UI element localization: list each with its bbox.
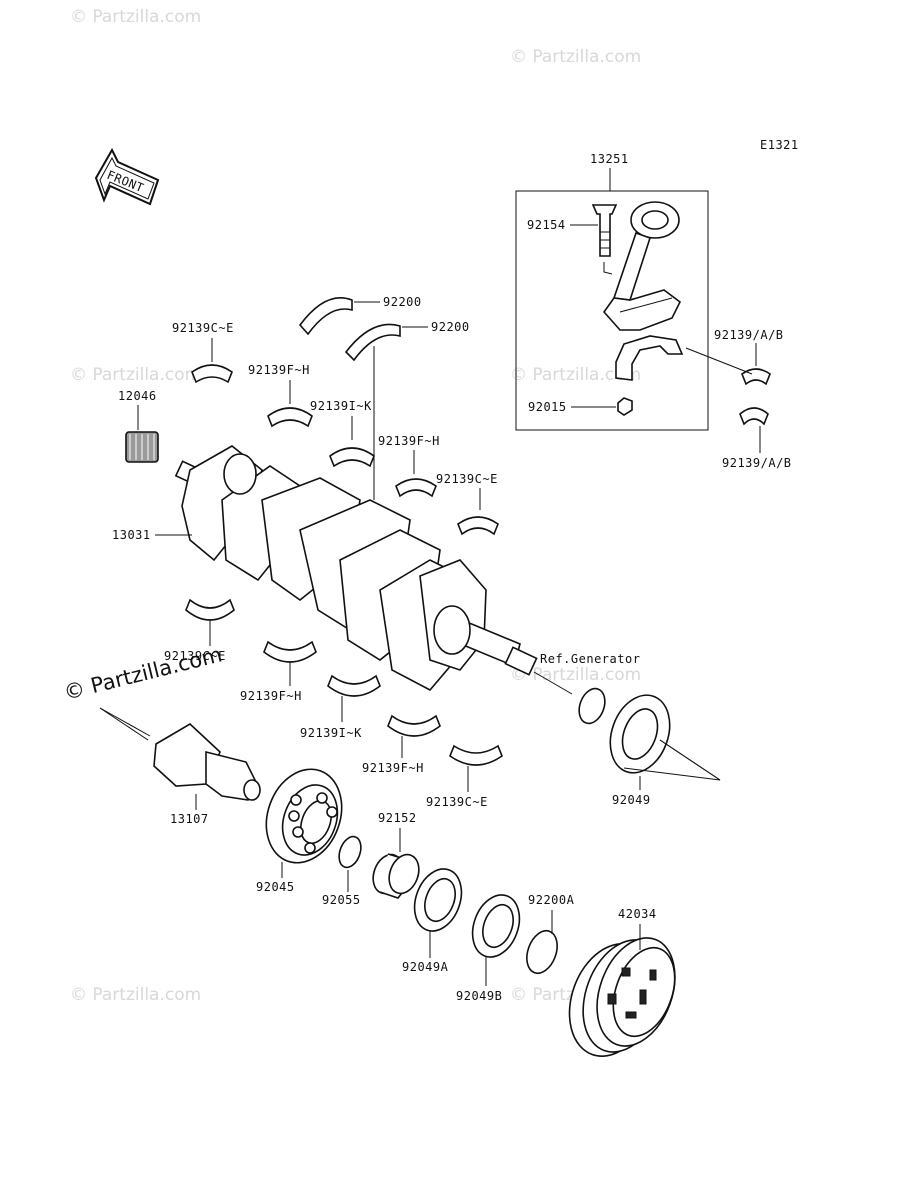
- oil-seal-a-icon: [413, 868, 463, 932]
- collar-icon: [372, 853, 420, 899]
- watermark: © Partzilla.com: [510, 665, 641, 685]
- label-92154: 92154: [527, 218, 566, 232]
- label-92055: 92055: [322, 893, 361, 907]
- label-92139-c-e-br: 92139C~E: [426, 795, 488, 809]
- thrust-washers: 92200 92200: [298, 295, 470, 500]
- front-arrow-icon: FRONT: [94, 147, 160, 206]
- label-92139-f-h-b1: 92139F~H: [240, 689, 302, 703]
- watermark: © Partzilla.com: [70, 365, 201, 385]
- main-bearings-top: 92139C~E 92139F~H 92139I~K 92139F~H 9213…: [172, 321, 499, 536]
- watermark: © Partzilla.com: [70, 985, 201, 1005]
- label-13251: 13251: [590, 152, 629, 166]
- nut-icon: [617, 397, 633, 416]
- label-42034: 42034: [618, 907, 657, 921]
- label-92049a: 92049A: [402, 960, 449, 974]
- label-92200a: 92200A: [528, 893, 575, 907]
- watermark: © Partzilla.com: [70, 7, 201, 27]
- pulley-icon: [568, 937, 676, 1057]
- label-92200-a: 92200: [383, 295, 422, 309]
- label-92200-b: 92200: [431, 320, 470, 334]
- diagram-code: E1321: [760, 138, 799, 152]
- label-13031: 13031: [112, 528, 151, 542]
- label-92139-a-b-bot: 92139/A/B: [722, 456, 792, 470]
- rod-bearings: 92139/A/B 92139/A/B: [685, 328, 792, 470]
- watermark: © Partzilla.com: [510, 47, 641, 67]
- label-92139-a-b-top: 92139/A/B: [714, 328, 784, 342]
- label-92049: 92049: [612, 793, 651, 807]
- connecting-rod-group: 13251 92154 92015: [515, 152, 709, 431]
- label-92045: 92045: [256, 880, 295, 894]
- label-92139-c-e-tl: 92139C~E: [172, 321, 234, 335]
- shaft-icon: [99, 707, 261, 801]
- oil-seal-b-icon: [471, 894, 521, 958]
- rod-cap-icon: [615, 335, 684, 381]
- label-92139-f-h-t1: 92139F~H: [248, 363, 310, 377]
- label-13107: 13107: [170, 812, 209, 826]
- label-92152: 92152: [378, 811, 417, 825]
- watermark: © Partzilla.com: [510, 365, 641, 385]
- main-bearings-bottom: 92139C~E 92139F~H 92139I~K 92139F~H 9213…: [164, 598, 503, 809]
- label-92139-i-k-t: 92139I~K: [310, 399, 372, 413]
- crankshaft-icon: [174, 445, 538, 692]
- label-92139-i-k-b: 92139I~K: [300, 726, 362, 740]
- label-92139-c-e-tr: 92139C~E: [436, 472, 498, 486]
- ball-bearing-icon: [265, 768, 343, 864]
- label-92049b: 92049B: [456, 989, 502, 1003]
- label-12046: 12046: [118, 389, 157, 403]
- connecting-rod-icon: [602, 201, 682, 331]
- label-92139-f-h-t2: 92139F~H: [378, 434, 440, 448]
- oil-seal-right-icon: [578, 687, 721, 790]
- washer-icon: [526, 929, 558, 975]
- gear-icon: 12046: [118, 389, 159, 463]
- conrod-bolt-icon: [591, 204, 618, 257]
- label-92015: 92015: [528, 400, 567, 414]
- label-92139-c-e-bl: 92139C~E: [164, 649, 226, 663]
- ref-generator-label: Ref.Generator: [540, 652, 640, 666]
- o-ring-icon: [338, 835, 362, 869]
- label-92139-f-h-b2: 92139F~H: [362, 761, 424, 775]
